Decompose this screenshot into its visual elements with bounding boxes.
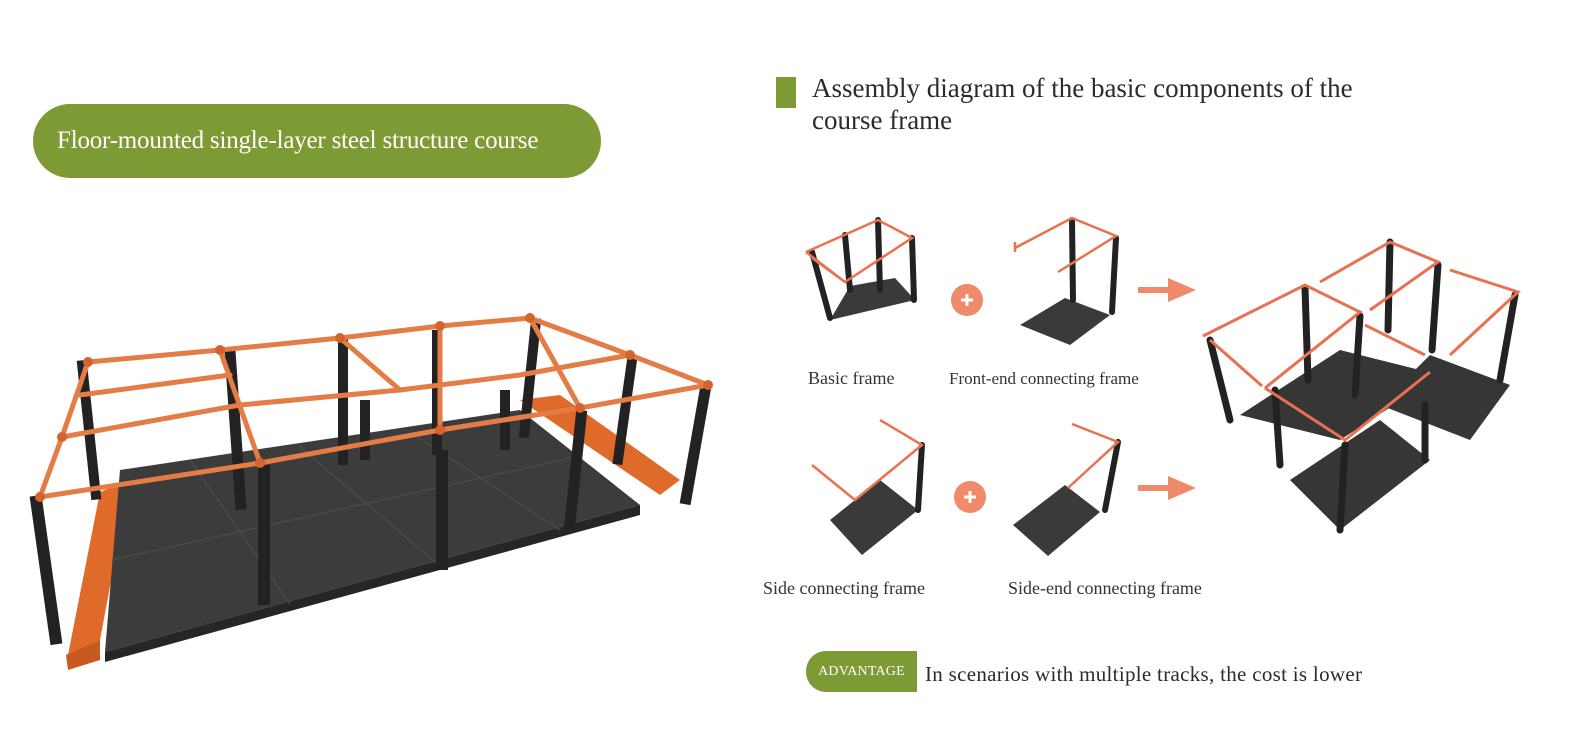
plus-icon [951,284,983,316]
advantage-badge: ADVANTAGE [806,651,917,692]
plus-icon [954,481,986,513]
caption-basic-frame: Basic frame [808,368,895,388]
caption-front-end-frame: Front-end connecting frame [949,369,1139,388]
assembled-frame-illustration [1202,238,1521,534]
title-accent-bar [776,77,796,108]
advantage-text: In scenarios with multiple tracks, the c… [925,662,1363,686]
orange-base-left [68,480,130,655]
section-heading: Floor-mounted single-layer steel structu… [57,127,539,154]
caption-side-frame: Side connecting frame [763,578,925,598]
course-posts [29,317,712,646]
side-frame-illustration [811,418,925,555]
diagram-title: Assembly diagram of the basic components… [812,73,1353,135]
caption-side-end-frame: Side-end connecting frame [1008,578,1202,598]
arrow-right-icon [1138,476,1196,500]
basic-frame-illustration [805,217,917,321]
section-heading-pill: Floor-mounted single-layer steel structu… [33,104,601,178]
side-end-frame-illustration [1013,422,1121,556]
front-end-frame-illustration [1013,216,1119,345]
course-illustration [29,313,713,670]
arrow-right-icon [1138,278,1196,302]
orange-base-right [520,395,680,495]
